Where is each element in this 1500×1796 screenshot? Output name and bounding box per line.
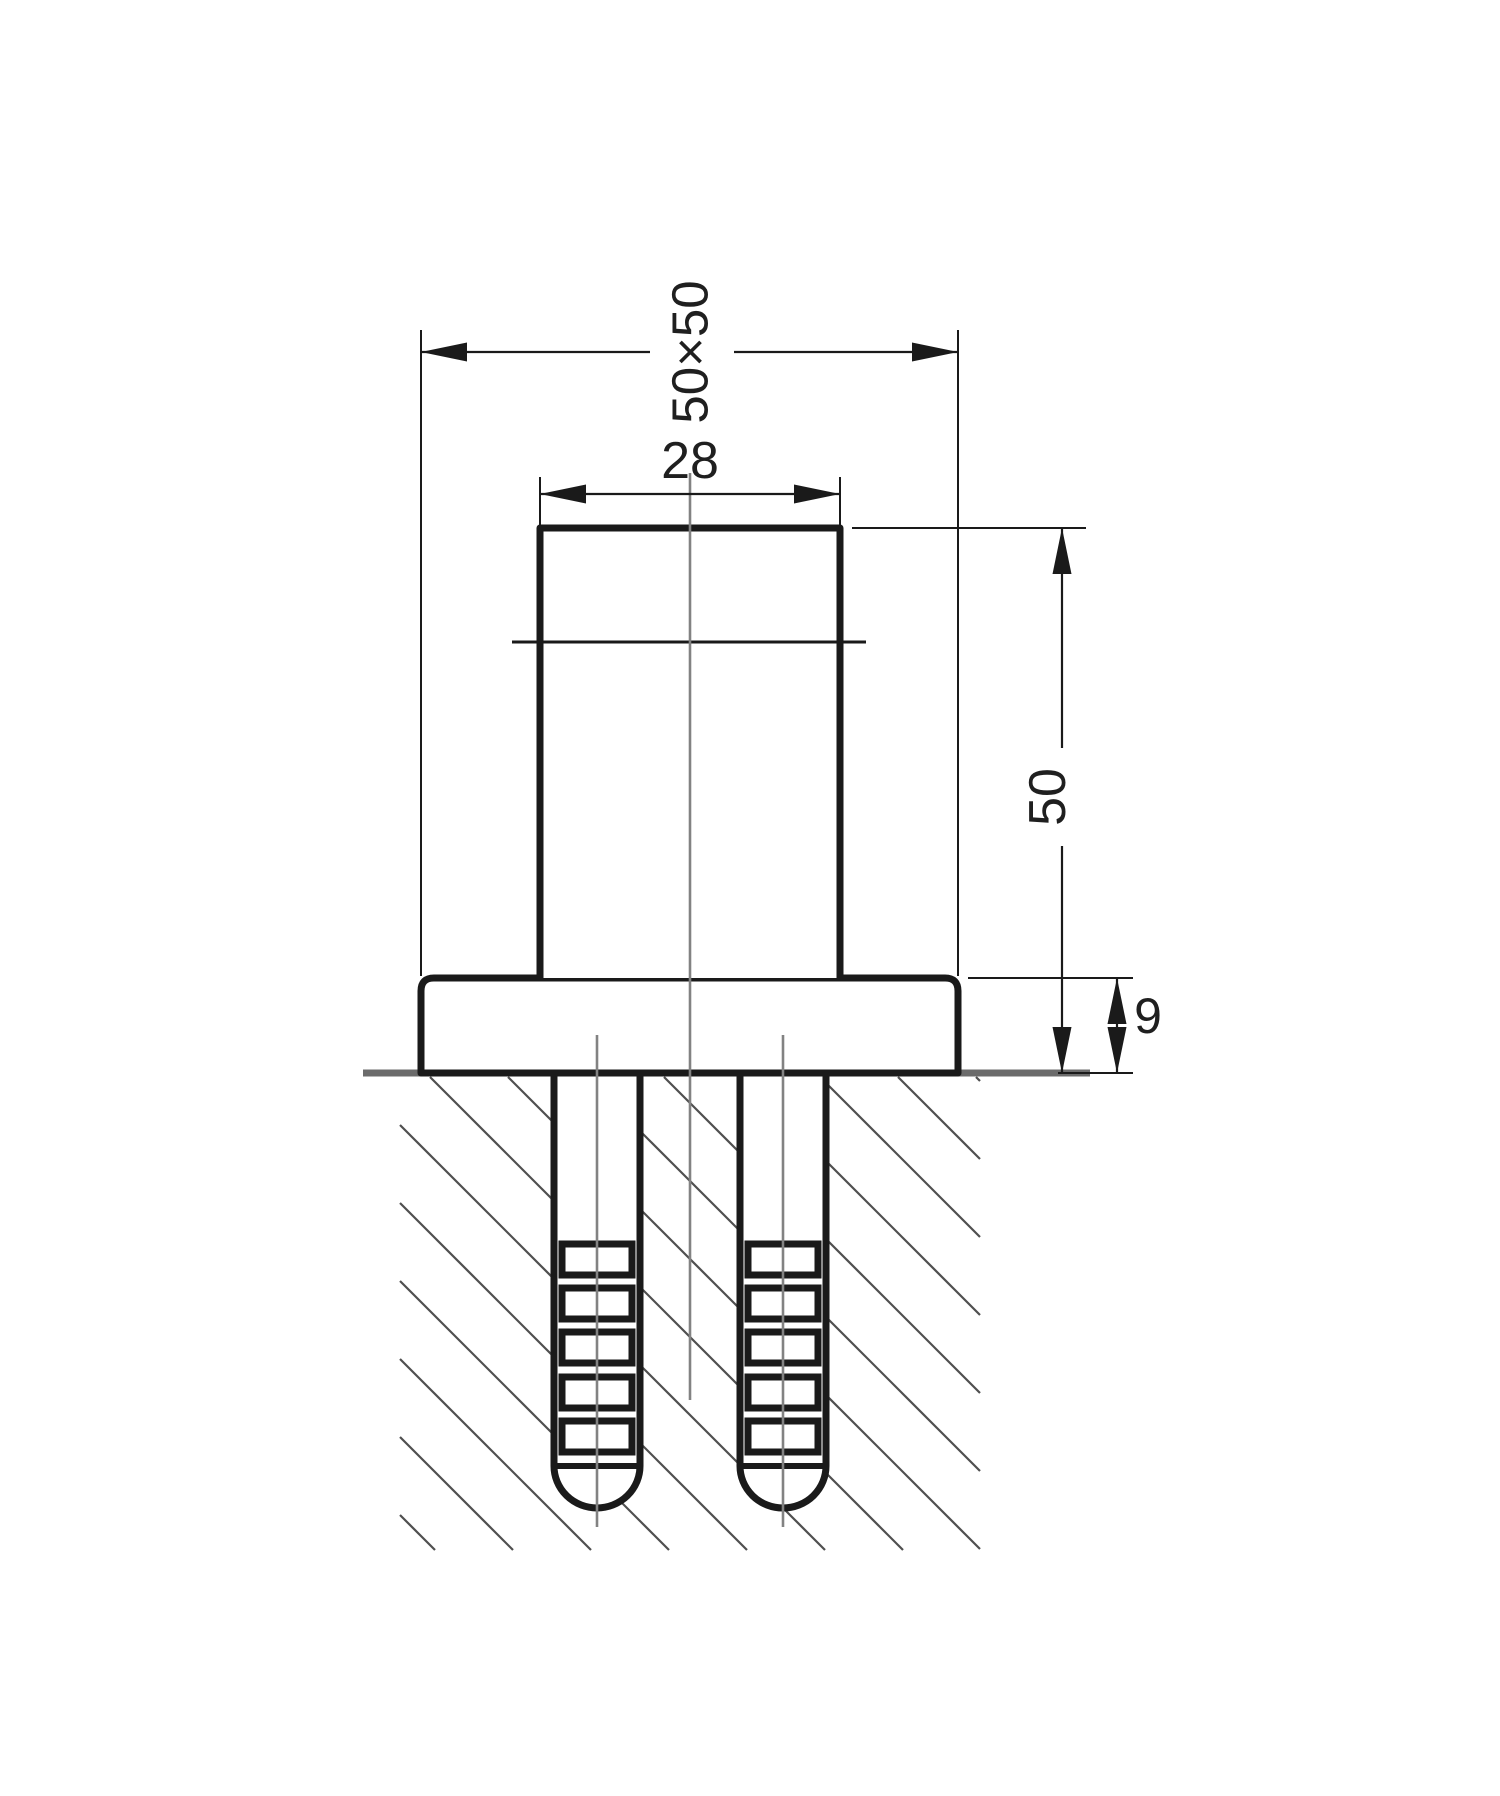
hatch-line [399, 1436, 514, 1551]
dim-label-overall-width: 50×50 [662, 280, 719, 423]
dimension-arrow [1107, 1027, 1127, 1073]
hatch-line [819, 1076, 981, 1238]
dim-label-body-width: 28 [661, 432, 719, 490]
hatch-line [429, 1076, 904, 1551]
dimension-arrow [912, 342, 958, 362]
hatch-line [399, 1280, 670, 1551]
dimension-arrow [794, 484, 840, 504]
hatch-line [399, 1358, 592, 1551]
dimension-arrow [421, 342, 467, 362]
hatch-line [897, 1076, 981, 1160]
dimension-arrow [1052, 1027, 1072, 1073]
center-lines [595, 473, 785, 1527]
dim-label-flange-thickness: 9 [1134, 988, 1162, 1044]
dimension-lines [420, 330, 1133, 1074]
hatch-line [399, 1514, 436, 1551]
dimension-arrow [540, 484, 586, 504]
dimension-arrow [1107, 978, 1127, 1024]
hatch-line [975, 1076, 981, 1082]
dim-label-body-height: 50 [1019, 768, 1077, 826]
dimension-arrow [1052, 528, 1072, 574]
